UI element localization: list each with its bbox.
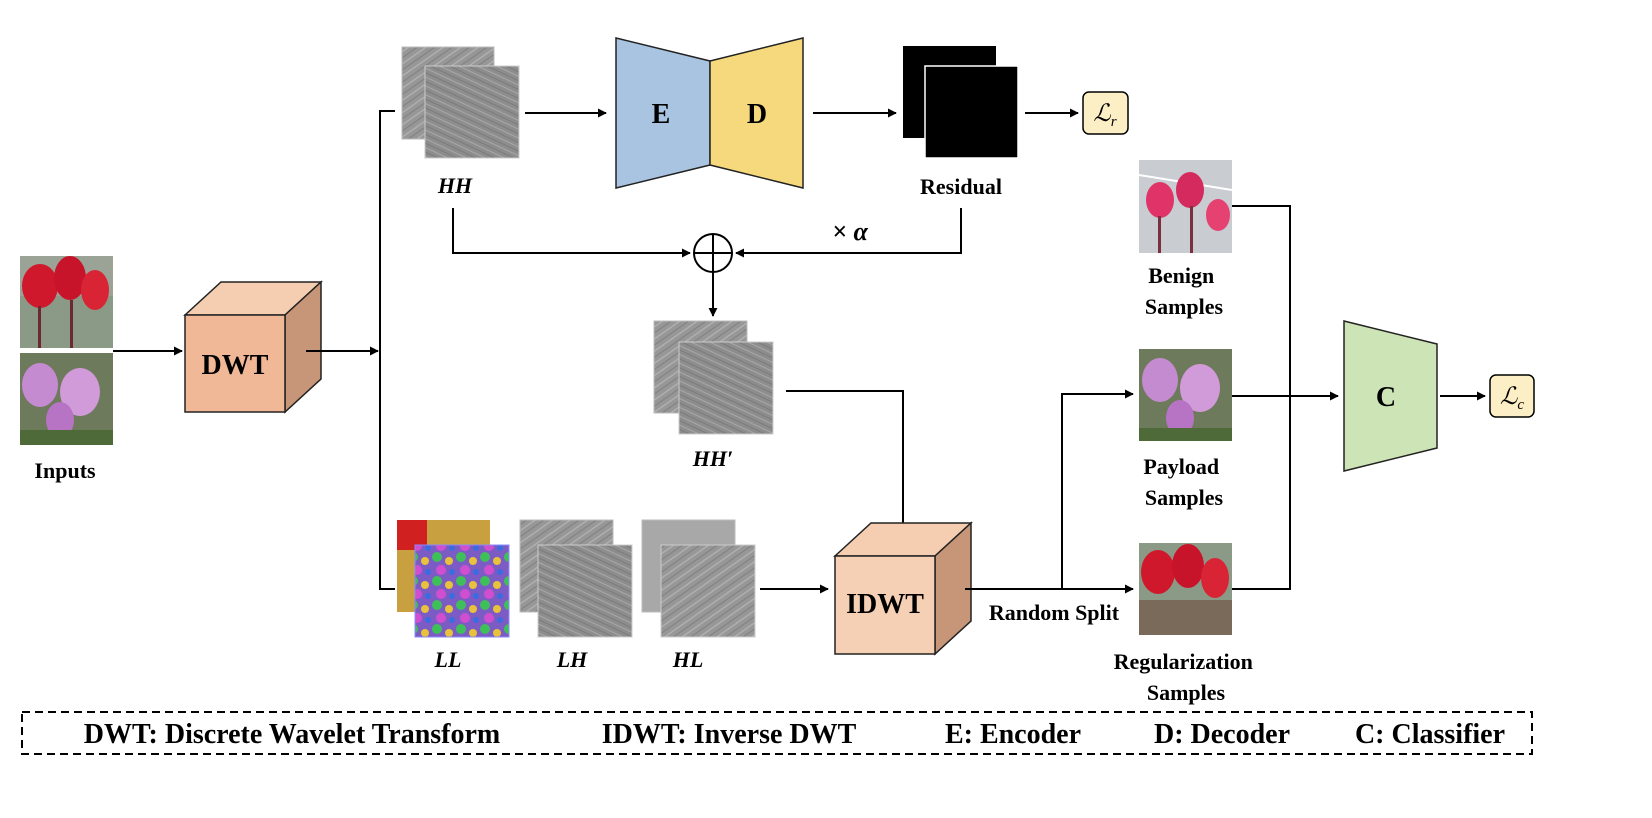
encoder-block: E bbox=[615, 37, 711, 189]
regularization-samples-line2: Samples bbox=[1147, 680, 1226, 705]
svg-text:ℒr: ℒr bbox=[1093, 101, 1116, 130]
lh-label: LH bbox=[556, 647, 588, 672]
legend-item-dwt: DWT: Discrete Wavelet Transform bbox=[84, 719, 501, 750]
regularization-samples-label: Regularization Samples bbox=[1114, 649, 1259, 705]
classifier-block: C bbox=[1343, 320, 1438, 472]
input-image-pink-flowers bbox=[20, 353, 113, 445]
split-bracket bbox=[379, 110, 395, 590]
decoder-label: D bbox=[747, 99, 767, 130]
idwt-cube: IDWT bbox=[833, 521, 973, 656]
loss-r-subscript: r bbox=[1111, 114, 1117, 130]
payload-sample-image bbox=[1139, 349, 1232, 441]
alpha-label: × α bbox=[832, 217, 868, 246]
lh-image-stack bbox=[519, 519, 633, 638]
loss-c-subscript: c bbox=[1517, 397, 1524, 413]
classifier-label: C bbox=[1376, 382, 1396, 413]
hh-prime-label: HH′ bbox=[692, 446, 733, 471]
dwt-cube: DWT bbox=[183, 280, 323, 414]
ll-image-stack bbox=[397, 520, 510, 638]
legend-item-encoder: E: Encoder bbox=[945, 719, 1081, 750]
encoder-label: E bbox=[652, 99, 671, 130]
idwt-cube-front bbox=[834, 555, 936, 655]
decoder-trapezoid bbox=[709, 37, 804, 189]
payload-samples-label: Payload Samples bbox=[1143, 454, 1224, 510]
benign-samples-label: Benign Samples bbox=[1145, 263, 1224, 319]
input-image-red-flowers bbox=[20, 256, 113, 348]
loss-r-box: ℒr bbox=[1082, 91, 1129, 135]
svg-text:ℒc: ℒc bbox=[1500, 384, 1524, 413]
hh-image-stack bbox=[401, 46, 520, 159]
ll-label: LL bbox=[434, 647, 462, 672]
arrow-idwt-to-payload bbox=[965, 389, 1134, 590]
sample-merge-bracket bbox=[1232, 205, 1291, 590]
arrow-hh-prime-to-idwt bbox=[786, 390, 908, 538]
random-split-label: Random Split bbox=[989, 600, 1120, 625]
legend: DWT: Discrete Wavelet Transform IDWT: In… bbox=[21, 711, 1533, 755]
benign-samples-line1: Benign bbox=[1148, 263, 1214, 288]
inputs-label: Inputs bbox=[34, 458, 96, 483]
hl-label: HL bbox=[672, 647, 704, 672]
hh-label: HH bbox=[437, 173, 473, 198]
hh-prime-image-stack bbox=[653, 320, 774, 435]
dwt-label: DWT bbox=[202, 350, 269, 381]
sum-node bbox=[693, 233, 733, 273]
payload-samples-line1: Payload bbox=[1143, 454, 1219, 479]
loss-c-symbol: ℒ bbox=[1500, 384, 1518, 410]
residual-label: Residual bbox=[920, 174, 1002, 199]
residual-image-stack bbox=[903, 46, 1019, 159]
loss-r-symbol: ℒ bbox=[1093, 101, 1111, 127]
hl-image-stack bbox=[641, 519, 756, 638]
payload-samples-line2: Samples bbox=[1145, 485, 1224, 510]
regularization-samples-line1: Regularization bbox=[1114, 649, 1253, 674]
decoder-block: D bbox=[709, 37, 804, 189]
legend-item-decoder: D: Decoder bbox=[1154, 719, 1290, 750]
legend-item-classifier: C: Classifier bbox=[1355, 719, 1505, 750]
legend-border bbox=[21, 711, 1533, 755]
legend-item-idwt: IDWT: Inverse DWT bbox=[602, 719, 857, 750]
arrow-residual-to-sum bbox=[735, 208, 962, 258]
benign-samples-line2: Samples bbox=[1145, 294, 1224, 319]
idwt-label: IDWT bbox=[846, 589, 924, 620]
input-images bbox=[20, 256, 113, 445]
regularization-sample-image bbox=[1139, 543, 1232, 635]
loss-c-box: ℒc bbox=[1489, 374, 1535, 418]
arrow-hh-to-sum bbox=[452, 208, 691, 258]
classifier-trapezoid bbox=[1343, 320, 1438, 472]
dwt-cube-front bbox=[184, 314, 286, 413]
benign-sample-image bbox=[1138, 160, 1233, 253]
